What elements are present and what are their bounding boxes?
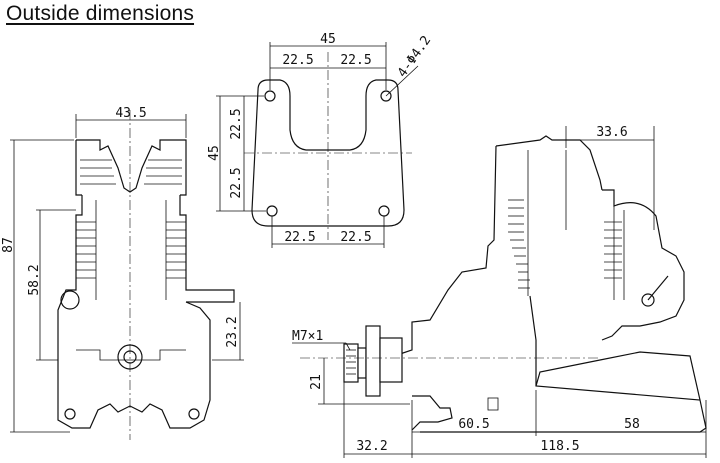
dim-side-rear: 58: [624, 417, 640, 432]
dim-mount-bottom-right: 22.5: [340, 230, 371, 245]
dim-mount-top-left: 22.5: [282, 53, 313, 68]
dim-front-mid-height: 58.2: [27, 264, 42, 295]
mount-plate-view: 45 22.5 22.5 4-Φ4.2 45 22.5 22.5 22.5 22…: [207, 32, 434, 248]
dim-side-center-to-mount: 60.5: [458, 417, 489, 432]
dim-front-width: 43.5: [115, 106, 146, 121]
side-view: 33.6 M7×1 21 60.5 58 32.2 118.5: [292, 125, 707, 458]
dim-side-top-offset: 33.6: [596, 125, 627, 140]
dim-side-prop-length: 32.2: [356, 439, 387, 454]
page-title: Outside dimensions: [6, 2, 195, 25]
dim-front-side-offset: 23.2: [225, 316, 240, 347]
dim-mount-v-lower: 22.5: [229, 167, 244, 198]
dim-front-height: 87: [1, 237, 16, 253]
dim-side-overall: 118.5: [540, 439, 579, 454]
dim-side-thread: M7×1: [292, 329, 323, 344]
dim-mount-top-right: 22.5: [340, 53, 371, 68]
dim-mount-v-upper: 22.5: [229, 108, 244, 139]
dim-mount-width: 45: [320, 32, 336, 47]
dim-side-shaft-height: 21: [309, 374, 324, 390]
dim-mount-bottom-left: 22.5: [284, 230, 315, 245]
dim-mount-height: 45: [207, 145, 222, 161]
front-view: 43.5 87 58.2 23.2: [1, 106, 244, 440]
dim-mount-holes: 4-Φ4.2: [395, 33, 434, 80]
